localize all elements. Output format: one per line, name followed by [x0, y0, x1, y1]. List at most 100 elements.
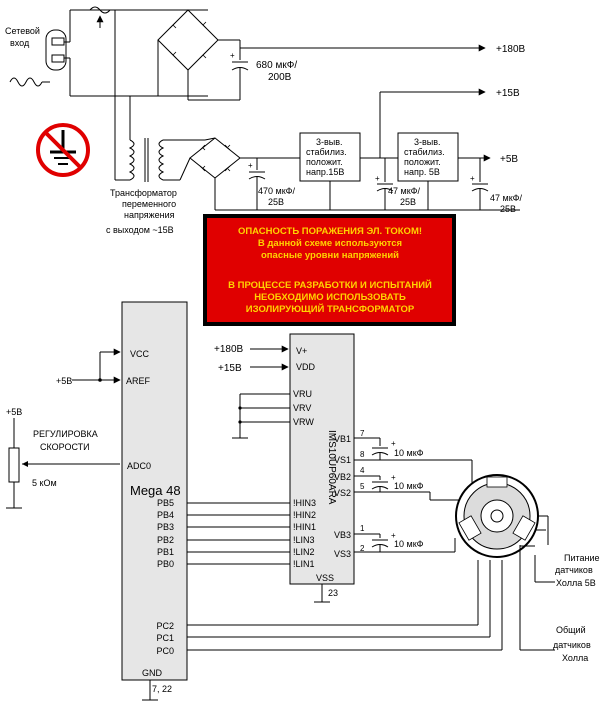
mcu-supply-label: +5В [56, 376, 72, 386]
pin-vs1: VS1 [334, 455, 351, 465]
pin-pb5: PB5 [157, 498, 174, 508]
transformer: Трансформатор переменного напряжения с в… [106, 96, 205, 235]
pin-pc0: PC0 [156, 646, 174, 656]
pin-pb0: PB0 [157, 559, 174, 569]
reg15-text-1: 3-выв. [316, 137, 343, 147]
lv-cap1-value-2: 25В [268, 197, 284, 207]
mains-label-2: вход [10, 38, 30, 48]
boot-cap-2: 10 мкФ [394, 481, 424, 491]
transformer-label-2: переменного [122, 199, 176, 209]
pin-pb1: PB1 [157, 547, 174, 557]
pin-num-vb3: 1 [360, 524, 365, 533]
pin-adc0: ADC0 [127, 461, 151, 471]
reg5-text-4: напр. 5В [404, 167, 440, 177]
transformer-label-1: Трансформатор [110, 188, 177, 198]
pin-vcc: VCC [130, 349, 150, 359]
reg15-text-4: напр.15В [306, 167, 344, 177]
hall-power-label-1: Питание [564, 553, 600, 563]
gnd-pin-numbers: 7, 22 [152, 684, 172, 694]
out5-label: +5В [500, 154, 518, 165]
svg-text:+: + [375, 174, 380, 183]
pin-aref: AREF [126, 376, 151, 386]
pot-label-2: СКОРОСТИ [40, 442, 90, 452]
hall-common-label-1: Общий [556, 625, 586, 635]
warning-background [207, 218, 452, 322]
pin-vru: VRU [293, 389, 312, 399]
hv-output-label: +180В [496, 44, 526, 55]
pin-hin2: !HIN2 [293, 510, 316, 520]
pin-vs2: VS2 [334, 488, 351, 498]
out15-label: +15В [496, 88, 520, 99]
pin-pb3: PB3 [157, 522, 174, 532]
warning-line-6: ИЗОЛИРУЮЩИЙ ТРАНСФОРМАТОР [246, 303, 415, 315]
pin-lin2: !LIN2 [293, 547, 315, 557]
hall-labels: Питание датчиков Холла 5В Общий датчиков… [553, 553, 600, 663]
ac-wave-icon [9, 77, 43, 87]
mains-input: Сетевой вход [5, 6, 208, 140]
pin-num-vb1: 7 [360, 429, 365, 438]
warning-line-5: НЕОБХОДИМО ИСПОЛЬЗОВАТЬ [254, 292, 406, 303]
svg-text:+: + [391, 531, 396, 540]
mcu-name: Mega 48 [130, 483, 181, 498]
driver-name: IMS10UP60ARA [326, 430, 337, 505]
reg5-text-2: стабилиз. [404, 147, 445, 157]
pin-num-vss: 23 [328, 588, 338, 598]
regulator-15v [299, 132, 361, 182]
svg-text:+: + [248, 161, 253, 170]
pin-num-vb2: 4 [360, 466, 365, 475]
pin-num-vs2: 5 [360, 482, 365, 491]
hv-cap-value-2: 200В [268, 72, 292, 83]
no-ground-icon [36, 123, 90, 177]
pin-vplus: V+ [296, 346, 307, 356]
lv-supply: + 470 мкФ/ 25В 3-выв. стабилиз. положит.… [179, 88, 522, 214]
pin-pb4: PB4 [157, 510, 174, 520]
hv-bridge: + 680 мкФ/ 200В +180В [157, 9, 526, 101]
warning-banner: ОПАСНОСТЬ ПОРАЖЕНИЯ ЭЛ. ТОКОМ! В данной … [203, 214, 456, 326]
driver-hv-label: +180В [214, 344, 244, 355]
reg5-text-3: положит. [404, 157, 441, 167]
hall-power-label-2: датчиков [555, 565, 593, 575]
fuse-icon [89, 6, 111, 14]
boot-cap-3: 10 мкФ [394, 539, 424, 549]
reg15-text-2: стабилиз. [306, 147, 347, 157]
pin-lin1: !LIN1 [293, 559, 315, 569]
hall-wiring [187, 516, 555, 651]
pin-hin1: !HIN1 [293, 522, 316, 532]
lv-cap1-value-1: 470 мкФ/ [258, 186, 295, 196]
lv-cap2-value-1: 47 мкФ/ [388, 186, 420, 196]
driver-ims10up60ara: IMS10UP60ARA V+ VDD VRU VRV VRW VB1 VS1 … [187, 333, 473, 603]
pot-value: 5 кОм [32, 478, 57, 488]
transformer-label-4: с выходом ~15В [106, 225, 174, 235]
warning-line-2: В данной схеме используются [258, 238, 402, 249]
pin-gnd: GND [142, 668, 163, 678]
pin-vrw: VRW [293, 417, 314, 427]
svg-text:+: + [470, 174, 475, 183]
warning-line-1: ОПАСНОСТЬ ПОРАЖЕНИЯ ЭЛ. ТОКОМ! [238, 226, 422, 237]
pin-vb2: VB2 [334, 472, 351, 482]
pin-pc2: PC2 [156, 621, 174, 631]
svg-text:+: + [391, 473, 396, 482]
pot-label-1: РЕГУЛИРОВКА [33, 429, 98, 439]
svg-text:+: + [230, 51, 235, 60]
hv-cap-value-1: 680 мкФ/ [256, 60, 297, 71]
speed-potentiometer [8, 447, 20, 483]
lv-cap3-value-1: 47 мкФ/ [490, 193, 522, 203]
mains-label-1: Сетевой [5, 26, 40, 36]
pin-hin3: !HIN3 [293, 498, 316, 508]
reg15-text-3: положит. [306, 157, 343, 167]
pin-vs3: VS3 [334, 549, 351, 559]
pin-num-vs1: 8 [360, 450, 365, 459]
driver-lv-label: +15В [218, 363, 242, 374]
pin-pc1: PC1 [156, 633, 174, 643]
pin-pb2: PB2 [157, 535, 174, 545]
pin-vrv: VRV [293, 403, 311, 413]
hall-common-label-3: Холла [562, 653, 588, 663]
svg-text:+: + [391, 439, 396, 448]
pin-vb1: VB1 [334, 434, 351, 444]
boot-cap-1: 10 мкФ [394, 448, 424, 458]
reg5-text-1: 3-выв. [414, 137, 441, 147]
hall-common-label-2: датчиков [553, 640, 591, 650]
pin-lin3: !LIN3 [293, 535, 315, 545]
pot-supply-label: +5В [6, 407, 22, 417]
